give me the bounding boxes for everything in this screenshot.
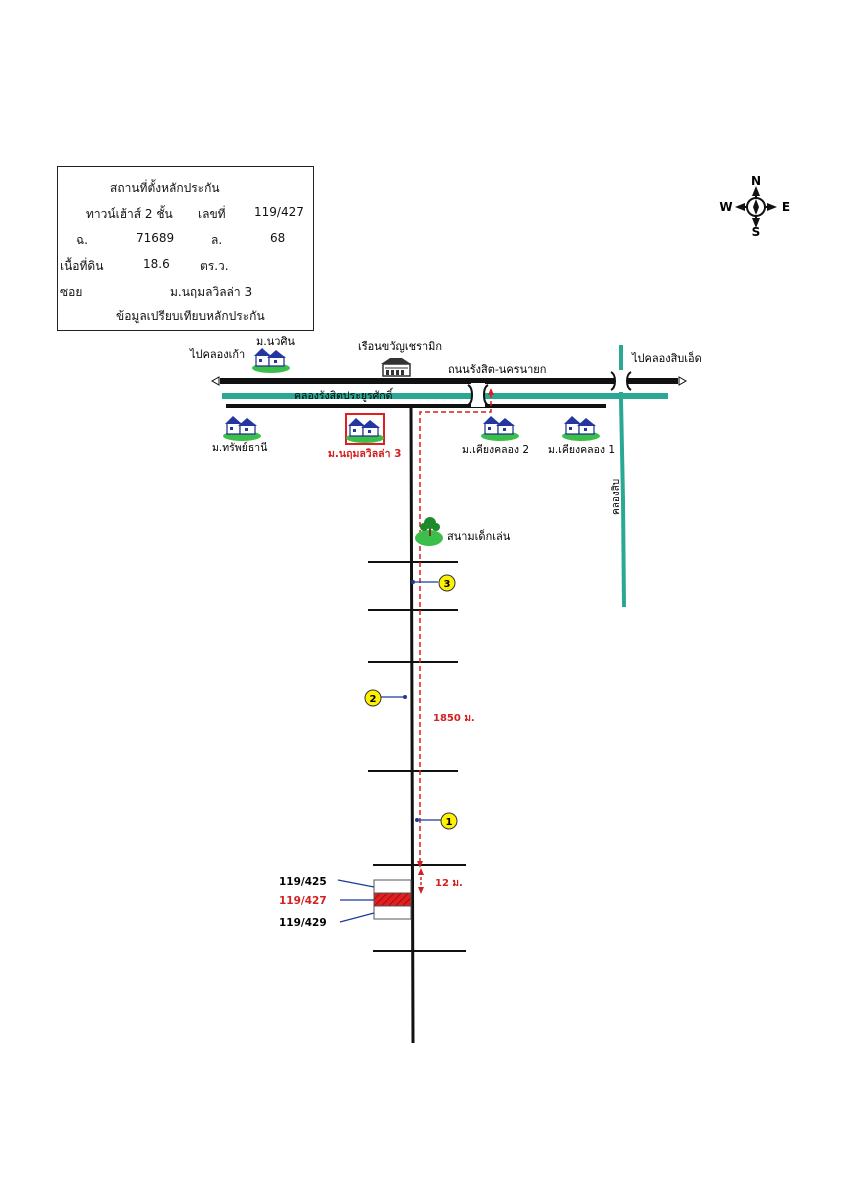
legend-area-value: 18.6 — [143, 257, 170, 271]
compass-e: E — [782, 200, 790, 214]
marker-label-3: 3 — [444, 579, 451, 590]
legend-box: สถานที่ตั้งหลักประกัน ทาวน์เฮ้าส์ 2 ชั้น… — [57, 166, 314, 331]
legend-comparable-text: ข้อมูลเปรียบเทียบหลักประกัน — [116, 309, 265, 323]
legend-area-unit: ตร.ว. — [200, 259, 229, 273]
village-icon — [222, 415, 262, 442]
village-icon — [480, 415, 520, 442]
label-lot-425: 119/425 — [279, 876, 327, 888]
label-to-khlong-kao: ไปคลองเก้า — [189, 348, 245, 361]
legend-area-label: เนื้อที่ดิน — [60, 259, 104, 273]
label-mu-khiang-1: ม.เคียงคลอง 1 — [548, 443, 615, 456]
village-icon — [345, 417, 385, 444]
soi-road — [409, 405, 415, 1044]
cross-streets — [368, 561, 466, 952]
bridge-icon — [467, 383, 489, 407]
subject-village-frame — [345, 413, 385, 445]
building-icon — [381, 358, 411, 377]
label-ruean-khwan: เรือนขวัญเชรามิก — [358, 340, 442, 353]
legend-land-no-label: ล. — [211, 233, 223, 247]
legend-land-no-value: 68 — [270, 231, 286, 245]
village-icon — [561, 415, 601, 442]
legend-deed-value: 71689 — [136, 231, 175, 245]
label-road-name: ถนนรังสิต-นครนายก — [448, 363, 546, 376]
legend-subject-text: สถานที่ตั้งหลักประกัน — [110, 181, 220, 195]
legend-soi-label: ซอย — [60, 285, 83, 299]
legend-soi-value: ม.นฤมลวิลล่า 3 — [170, 285, 253, 299]
townhouse-lots — [373, 879, 412, 920]
marker-label-2: 2 — [370, 694, 377, 705]
label-lot-427: 119/427 — [279, 895, 327, 907]
comparable-marker-1 — [440, 812, 458, 830]
legend-house-no-value: 119/427 — [254, 205, 304, 219]
label-dist-short: 12 ม. — [435, 878, 463, 889]
label-mu-khiang-2: ม.เคียงคลอง 2 — [462, 443, 529, 456]
label-dist-main: 1850 ม. — [433, 713, 475, 724]
lot-pointers — [337, 879, 375, 923]
legend-house-no-label: เลขที่ — [198, 207, 226, 221]
village-icon — [251, 347, 291, 374]
marker-label-1: 1 — [446, 817, 453, 828]
legend-type-label: ทาวน์เฮ้าส์ 2 ชั้น — [86, 207, 173, 221]
label-to-khlong-81: ไปคลองสิบเอ็ด — [631, 351, 702, 365]
compass-n: N — [751, 174, 761, 188]
compass-s: S — [752, 225, 761, 239]
label-mu-sap-thani: ม.ทรัพย์ธานี — [212, 441, 267, 454]
label-lot-429: 119/429 — [279, 917, 327, 929]
label-mu-nawasin: ม.นวศิน — [256, 335, 295, 348]
label-canal-name: คลองรังสิตประยูรศักดิ์ — [294, 387, 394, 402]
comparable-marker-3 — [438, 574, 456, 592]
label-khlong-sip: คลองสิบ — [611, 479, 622, 515]
subject-lot — [373, 892, 412, 907]
bridge-icon — [610, 370, 632, 392]
label-mu-naruemon: ม.นฤมลวิลล่า 3 — [328, 448, 401, 460]
label-playground: สนามเด็กเล่น — [447, 529, 511, 543]
playground-icon — [415, 517, 443, 546]
route-path — [419, 394, 492, 863]
legend-deed-label: ฉ. — [76, 233, 88, 247]
compass-w: W — [719, 200, 732, 214]
compass-icon — [735, 186, 777, 228]
comparable-marker-2 — [364, 689, 382, 707]
